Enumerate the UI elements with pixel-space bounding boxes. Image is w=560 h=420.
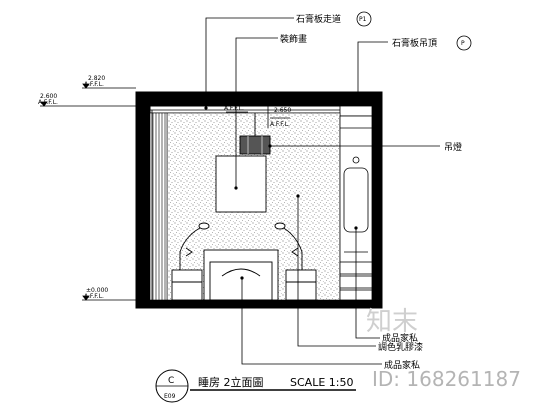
title-block: C E09 睡房 2立面圖 SCALE 1:50 [155, 369, 356, 403]
watermark-id: ID: 168261187 [372, 367, 521, 391]
level-floor-affl: A.F.F.L. [84, 293, 104, 300]
level-outer-top: 2.820 [88, 75, 105, 82]
leader-lines [151, 17, 440, 365]
nightstand-right [285, 269, 317, 301]
level-outer-top-affl: A.F.F.L. [84, 81, 104, 88]
bedroom-furniture [171, 222, 317, 301]
level-inner-right-affl: A.F.F.L. [270, 121, 290, 128]
leader-finished-furniture-1 [355, 228, 380, 339]
curtain [149, 112, 168, 301]
label-pendant-light: 吊燈 [444, 141, 462, 153]
leader-finished-furniture-2 [241, 278, 382, 365]
label-finished-furniture-1: 成品家私 [382, 332, 418, 344]
level-floor: ±0.000 [86, 287, 108, 294]
decor-painting [215, 155, 267, 213]
hanging-garment [343, 167, 369, 233]
label-finished-furniture-2: 成品家私 [384, 359, 420, 371]
label-stone-walkway-code: P1 [359, 16, 367, 23]
level-inner-left-affl: A.F.F.L. [224, 105, 244, 112]
level-outer-mid-affl: A.F.F.L. [38, 99, 58, 106]
label-stone-ceiling: 石膏板吊頂 [392, 37, 437, 49]
ceiling-slab [135, 91, 383, 107]
label-stone-ceiling-code: P [461, 40, 465, 47]
level-outer-mid: 2.600 [40, 93, 57, 100]
label-wall-paint: 調色乳膠漆 [378, 341, 423, 353]
label-decor-painting: 裝飾畫 [280, 33, 307, 45]
leader-decor-painting [235, 37, 278, 188]
wall-decor [215, 113, 271, 213]
level-inner-left: 2.820 [228, 99, 245, 106]
floor-slab [135, 299, 383, 309]
leader-stone-walkway [205, 17, 294, 108]
leader-wall-paint [297, 196, 376, 347]
drawing-ref-sheet: E09 [164, 393, 176, 400]
drawing-title: 睡房 2立面圖 [198, 375, 264, 389]
drawing-ref-letter: C [168, 376, 174, 386]
annotations: 石膏板走道 P1 裝飾畫 石膏板吊頂 P 吊燈 成品家私 調色乳膠漆 成品家私 … [38, 11, 472, 371]
level-inner-right: 2.650 [274, 107, 291, 114]
watermark-brand: 知末 [366, 307, 418, 337]
code-bubble-p [456, 35, 472, 51]
label-stone-walkway: 石膏板走道 [296, 13, 341, 25]
left-wall [135, 91, 151, 307]
watermark: 知末 ID: 168261187 [366, 307, 521, 391]
leader-stone-ceiling [357, 41, 388, 94]
level-marks [40, 83, 290, 301]
hanger-hook [352, 156, 360, 164]
code-bubble-p1 [356, 11, 372, 27]
bed-headboard [203, 249, 279, 301]
leader-points [204, 92, 360, 280]
pendant-light [239, 135, 271, 155]
drawing-scale: SCALE 1:50 [290, 376, 353, 389]
nightstand-left [171, 269, 203, 301]
right-wall [371, 91, 383, 307]
